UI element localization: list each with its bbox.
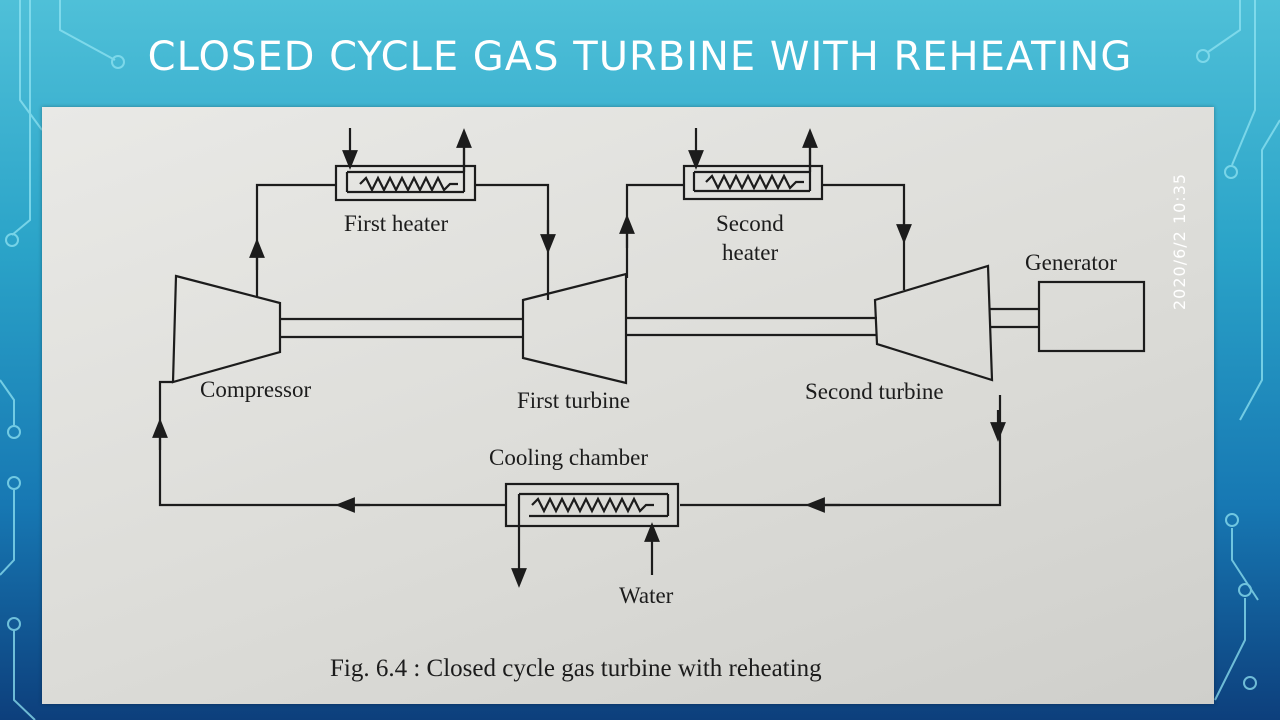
photo-timestamp: 2020/6/2 10:35 bbox=[1170, 172, 1189, 310]
textbook-figure-photo: First heater Second heater Generator Com… bbox=[42, 107, 1214, 704]
gas-turbine-diagram: First heater Second heater Generator Com… bbox=[152, 128, 1146, 682]
figure-caption: Fig. 6.4 : Closed cycle gas turbine with… bbox=[330, 655, 822, 682]
first-turbine-shape bbox=[521, 272, 628, 385]
label-first-heater: First heater bbox=[344, 211, 448, 236]
compressor-shape bbox=[171, 274, 282, 384]
label-water: Water bbox=[619, 583, 674, 608]
generator-shape bbox=[1037, 280, 1146, 353]
label-second-turbine: Second turbine bbox=[805, 379, 944, 404]
first-heater-shape bbox=[334, 164, 477, 202]
second-turbine-shape bbox=[873, 264, 994, 382]
second-heater-shape bbox=[682, 164, 824, 201]
second-heater-coil bbox=[705, 173, 804, 191]
label-second-heater-line1: Second bbox=[716, 211, 784, 236]
first-heater-coil bbox=[359, 175, 458, 193]
label-compressor: Compressor bbox=[200, 377, 312, 402]
label-first-turbine: First turbine bbox=[517, 388, 630, 413]
cooling-chamber-coil bbox=[531, 496, 654, 514]
slide-title: CLOSED CYCLE GAS TURBINE WITH REHEATING bbox=[147, 34, 1133, 80]
label-generator: Generator bbox=[1025, 250, 1117, 275]
label-second-heater-line2: heater bbox=[722, 240, 779, 265]
label-cooling-chamber: Cooling chamber bbox=[489, 445, 648, 470]
